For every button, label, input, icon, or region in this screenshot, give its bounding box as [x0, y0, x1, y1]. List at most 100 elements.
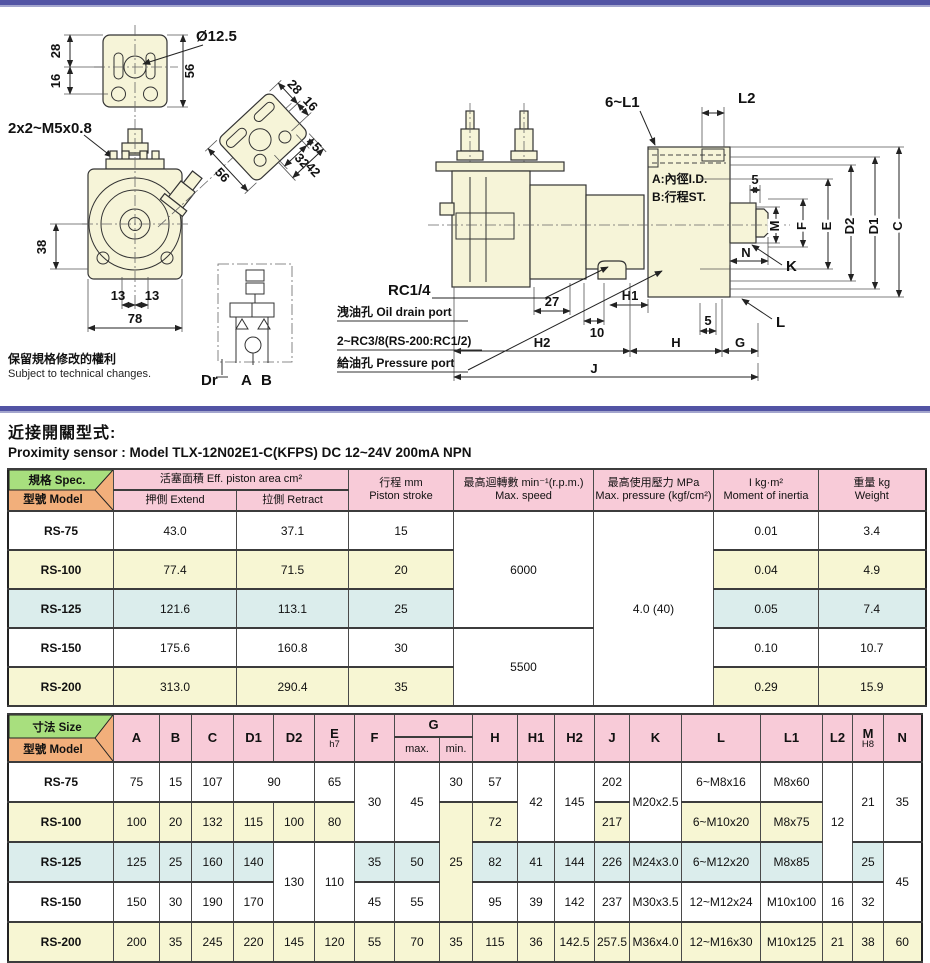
cell-m: 25	[852, 841, 884, 883]
cell-d2: 145	[273, 921, 315, 963]
cell-h2: 144	[554, 841, 595, 883]
cell-k: M36x4.0	[629, 921, 682, 963]
cell-l2: 12	[822, 761, 853, 883]
cell-l1: M8x60	[760, 761, 823, 803]
header-model: 型號 Model	[23, 742, 82, 756]
actuator-front-view: 2x2~M5x0.8 38 13	[8, 98, 297, 332]
cell-retract: 113.1	[236, 588, 349, 629]
cell-m: 32	[852, 881, 884, 923]
cell-k: M20x2.5	[629, 761, 682, 843]
cell-b: 20	[159, 801, 192, 843]
cell-model: RS-75	[7, 761, 114, 803]
cell-l: 6~M10x20	[681, 801, 761, 843]
section-header: 近接開關型式: Proximity sensor : Model TLX-12N…	[0, 413, 930, 464]
header-retract: 拉側 Retract	[236, 489, 349, 512]
cell-d1: 140	[233, 841, 274, 883]
bore-label: A:內徑I.D.	[652, 171, 707, 186]
cell-extend: 175.6	[113, 627, 237, 668]
header-spec: 規格 Spec.	[29, 473, 86, 487]
cell-h: 57	[472, 761, 518, 803]
corner-header-spec-model: 規格 Spec. 型號 Model	[7, 468, 114, 512]
port-label-a: A	[241, 372, 252, 389]
table-row: RS-150 175.6 160.8 30 5500 0.10 10.7	[7, 627, 926, 707]
cell-extend: 77.4	[113, 549, 237, 590]
cell-model: RS-200	[7, 666, 114, 707]
cell-l: 6~M8x16	[681, 761, 761, 803]
dim-label-16: 16	[48, 74, 63, 88]
cell-retract: 71.5	[236, 549, 349, 590]
header-l: L	[681, 713, 761, 763]
dim-label-F: F	[794, 222, 809, 230]
cell-model: RS-150	[7, 627, 114, 668]
cell-model: RS-100	[7, 549, 114, 590]
cell-inertia: 0.05	[713, 588, 819, 629]
table-row: RS-100 100 20 132 115 100 80 25 72 217 6…	[7, 801, 922, 923]
header-l1: L1	[760, 713, 823, 763]
cell-b: 25	[159, 841, 192, 883]
cell-h1: 41	[517, 841, 555, 883]
cell-j: 226	[594, 841, 630, 883]
dim-label-13a: 13	[111, 288, 125, 303]
cell-d2: 100	[273, 801, 315, 843]
cell-a: 75	[113, 761, 160, 803]
dim-label-N: N	[741, 245, 750, 260]
cell-l1: M8x75	[760, 801, 823, 843]
cell-stroke: 30	[348, 627, 454, 668]
header-k: K	[629, 713, 682, 763]
dim-label-E: E	[819, 221, 834, 230]
port-label-rc14: RC1/4	[388, 282, 431, 299]
header-c: C	[191, 713, 234, 763]
cell-l: 6~M12x20	[681, 841, 761, 883]
cell-h2: 142.5	[554, 921, 595, 963]
flange-angled-view: 28 16 5 32 42 56	[204, 76, 327, 194]
spec-table: 規格 Spec. 型號 Model 活塞面積 Eff. piston area …	[7, 468, 927, 707]
cell-gmin: 25	[439, 801, 473, 923]
cell-model: RS-100	[7, 801, 114, 843]
cell-a: 200	[113, 921, 160, 963]
header-d1: D1	[233, 713, 274, 763]
dim-label-C: C	[890, 221, 905, 231]
table-row: RS-75 43.0 37.1 15 6000 4.0 (40) 0.01 3.…	[7, 510, 926, 707]
header-extend: 押側 Extend	[113, 489, 237, 512]
cell-c: 190	[191, 881, 234, 923]
cell-stroke: 35	[348, 666, 454, 707]
cell-model: RS-75	[7, 510, 114, 551]
cell-e: 80	[314, 801, 355, 843]
cell-h: 82	[472, 841, 518, 883]
footnote-zh: 保留規格修改的權利	[7, 351, 116, 366]
pressure-port-label: 給油孔 Pressure port	[337, 355, 454, 370]
dim-label-78: 78	[128, 311, 142, 326]
cell-f: 30	[354, 761, 395, 843]
cell-pressure: 4.0 (40)	[593, 510, 714, 707]
dim-label-a56: 56	[212, 164, 233, 185]
cell-l1: M8x85	[760, 841, 823, 883]
dim-label-G: G	[735, 335, 745, 350]
cell-gmax: 70	[394, 921, 440, 963]
drain-port-label: 洩油孔 Oil drain port	[337, 304, 452, 319]
cell-n: 45	[883, 841, 922, 923]
table-row: RS-200 200 35 245 220 145 120 55 70 35 1…	[7, 921, 922, 963]
dim-label-13b: 13	[145, 288, 159, 303]
cell-speed-low: 5500	[453, 627, 594, 707]
cell-gmin: 30	[439, 761, 473, 803]
header-j: J	[594, 713, 630, 763]
header-h: H	[472, 713, 518, 763]
cell-a: 125	[113, 841, 160, 883]
cell-gmax: 55	[394, 881, 440, 923]
cell-retract: 160.8	[236, 627, 349, 668]
cell-d1: 220	[233, 921, 274, 963]
dim-label-K: K	[786, 258, 797, 275]
cell-e: 65	[314, 761, 355, 803]
cell-l: 12~M16x30	[681, 921, 761, 963]
cell-extend: 43.0	[113, 510, 237, 551]
cell-j: 237	[594, 881, 630, 923]
dim-label-a16: 16	[300, 93, 321, 114]
cell-gmax: 50	[394, 841, 440, 883]
footnote-en: Subject to technical changes.	[8, 368, 151, 380]
cell-k: M30x3.5	[629, 881, 682, 923]
